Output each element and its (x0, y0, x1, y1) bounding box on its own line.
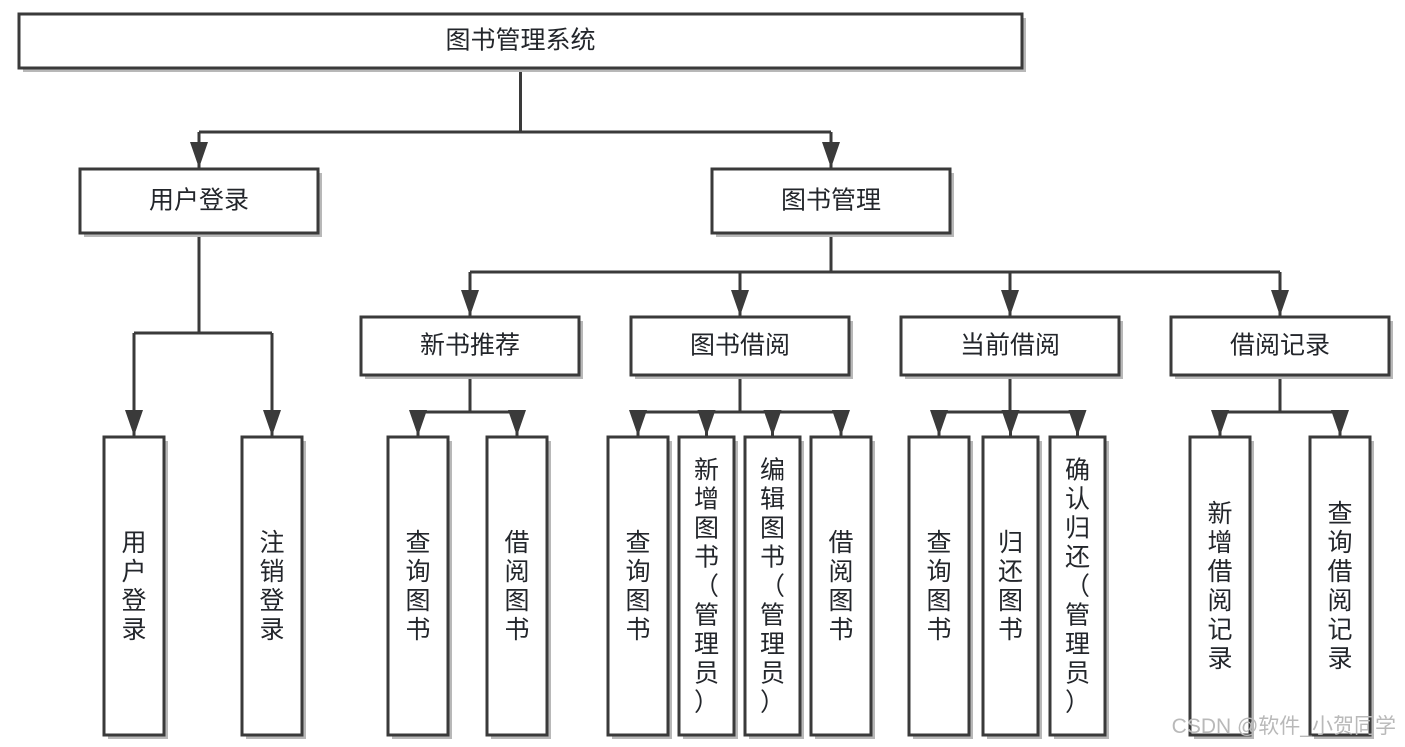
arrow-head-icon (1001, 290, 1019, 316)
node-leaf-borrow-book-recommend[interactable]: 借阅图书 (485, 435, 551, 739)
connector-borrow-record-to-leaves (1211, 375, 1349, 436)
node-leaf-query-book-borrow[interactable]: 查询图书 (606, 435, 672, 739)
node-rect[interactable] (1188, 435, 1252, 737)
node-label: 用户登录 (149, 187, 249, 215)
arrow-head-icon (1068, 410, 1087, 436)
arrow-head-icon (832, 410, 850, 436)
node-rect[interactable] (677, 435, 736, 737)
arrow-head-icon (1331, 410, 1349, 436)
node-rect[interactable] (102, 435, 166, 737)
node-label: 注销登录 (259, 529, 284, 644)
node-book-borrow[interactable]: 图书借阅 (629, 315, 853, 379)
node-label: 借阅记录 (1230, 332, 1330, 360)
node-user-login[interactable]: 用户登录 (78, 167, 322, 237)
arrow-head-icon (1001, 410, 1020, 436)
node-rect[interactable] (1169, 315, 1391, 377)
arrow-head-icon (190, 142, 208, 168)
node-book-management[interactable]: 图书管理 (710, 167, 954, 237)
node-leaf-logout[interactable]: 注销登录 (240, 435, 306, 739)
arrow-head-icon (697, 410, 716, 436)
node-label: 编辑图书（管理员） (760, 457, 785, 717)
node-rect[interactable] (606, 435, 670, 737)
connector-current-borrow-to-leaves (930, 375, 1087, 436)
node-rect[interactable] (386, 435, 450, 737)
node-layer: 图书管理系统用户登录图书管理新书推荐图书借阅当前借阅借阅记录用户登录注销登录查询… (17, 12, 1393, 739)
arrow-head-icon (1271, 290, 1289, 316)
connector-root-to-level2 (190, 68, 840, 168)
node-leaf-edit-book[interactable]: 编辑图书（管理员） (743, 435, 804, 739)
node-leaf-add-book[interactable]: 新增图书（管理员） (677, 435, 738, 739)
node-label: 查询借阅记录 (1327, 500, 1352, 673)
node-leaf-query-borrow-record[interactable]: 查询借阅记录 (1308, 435, 1374, 739)
node-rect[interactable] (743, 435, 802, 737)
node-rect[interactable] (710, 167, 952, 235)
node-rect[interactable] (1308, 435, 1372, 737)
connector-book-borrow-to-leaves (629, 375, 850, 436)
node-rect[interactable] (907, 435, 971, 737)
arrow-head-icon (763, 410, 782, 436)
node-label: 图书借阅 (690, 332, 790, 360)
node-leaf-query-book-current[interactable]: 查询图书 (907, 435, 973, 739)
node-label: 查询图书 (405, 529, 430, 644)
arrow-head-icon (461, 290, 479, 316)
node-label: 新增图书（管理员） (694, 457, 719, 717)
node-rect[interactable] (485, 435, 549, 737)
node-borrow-record[interactable]: 借阅记录 (1169, 315, 1393, 379)
csdn-watermark: CSDN @软件_小贺同学 (1172, 715, 1396, 738)
arrow-head-icon (822, 142, 840, 168)
node-rect[interactable] (981, 435, 1040, 737)
node-label: 图书管理 (781, 187, 881, 215)
connector-new-book-recommend-to-leaves (409, 375, 526, 436)
node-rect[interactable] (899, 315, 1121, 377)
connector-layer (125, 68, 1349, 436)
node-rect[interactable] (17, 12, 1024, 70)
connector-management-to-level3 (461, 233, 1289, 316)
node-label: 借阅图书 (504, 529, 529, 644)
node-leaf-borrow-book[interactable]: 借阅图书 (809, 435, 875, 739)
node-leaf-user-login[interactable]: 用户登录 (102, 435, 168, 739)
node-label: 用户登录 (121, 529, 146, 644)
arrow-head-icon (731, 290, 749, 316)
node-label: 借阅图书 (828, 529, 853, 644)
arrow-head-icon (930, 410, 948, 436)
node-rect[interactable] (1048, 435, 1107, 737)
node-current-borrow[interactable]: 当前借阅 (899, 315, 1123, 379)
node-label: 查询图书 (926, 529, 951, 644)
node-leaf-add-borrow-record[interactable]: 新增借阅记录 (1188, 435, 1254, 739)
node-label: 当前借阅 (960, 332, 1060, 360)
node-leaf-confirm-return[interactable]: 确认归还（管理员） (1048, 435, 1109, 739)
arrow-head-icon (409, 410, 427, 436)
node-label: 新书推荐 (420, 332, 520, 360)
arrow-head-icon (1211, 410, 1229, 436)
node-rect[interactable] (809, 435, 873, 737)
arrow-head-icon (263, 410, 281, 436)
node-rect[interactable] (240, 435, 304, 737)
node-label: 新增借阅记录 (1207, 500, 1232, 673)
arrow-head-icon (125, 410, 143, 436)
connector-user-login-to-leaves (125, 233, 281, 436)
node-label: 图书管理系统 (445, 27, 595, 55)
node-new-book-recommend[interactable]: 新书推荐 (359, 315, 583, 379)
node-leaf-return-book[interactable]: 归还图书 (981, 435, 1042, 739)
node-label: 归还图书 (998, 529, 1023, 644)
node-rect[interactable] (78, 167, 320, 235)
arrow-head-icon (629, 410, 647, 436)
node-label: 查询图书 (625, 529, 650, 644)
node-rect[interactable] (359, 315, 581, 377)
node-leaf-query-book-recommend[interactable]: 查询图书 (386, 435, 452, 739)
node-rect[interactable] (629, 315, 851, 377)
arrow-head-icon (508, 410, 526, 436)
node-root[interactable]: 图书管理系统 (17, 12, 1026, 72)
node-label: 确认归还（管理员） (1065, 457, 1090, 717)
